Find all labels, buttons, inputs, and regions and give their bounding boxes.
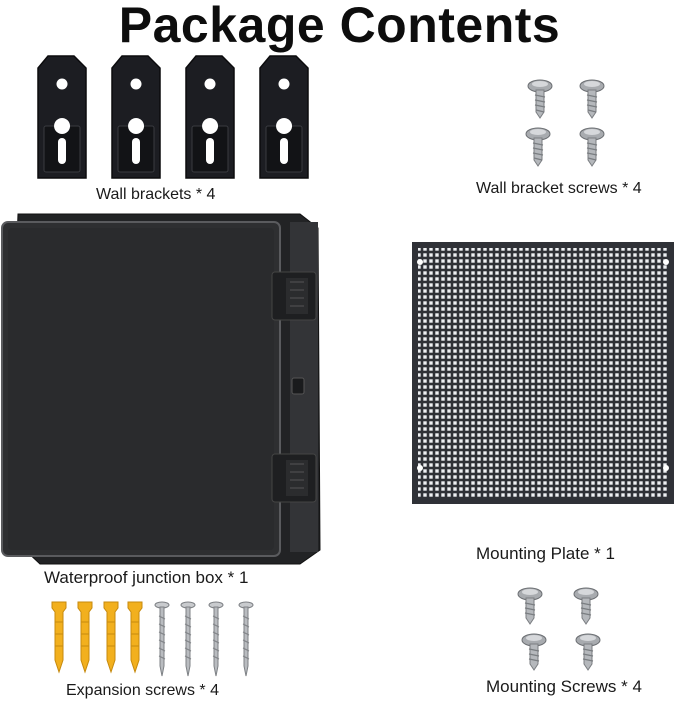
mounting-plate-image xyxy=(410,240,676,506)
expansion-screws-label: Expansion screws * 4 xyxy=(66,682,219,699)
wall-brackets-label: Wall brackets * 4 xyxy=(96,186,216,203)
screw-icon xyxy=(180,601,196,677)
screw-icon xyxy=(573,587,599,625)
screw-icon xyxy=(579,79,605,119)
screw-icon xyxy=(517,587,543,625)
plastic-anchor-icon xyxy=(103,601,119,673)
plastic-anchor-icon xyxy=(77,601,93,673)
page-title: Package Contents xyxy=(118,0,561,53)
wall-bracket-icon xyxy=(259,55,309,179)
wall-bracket-icon xyxy=(111,55,161,179)
screw-icon xyxy=(238,601,254,677)
wall-bracket-icon xyxy=(37,55,87,179)
screw-icon xyxy=(579,127,605,167)
junction-box-image xyxy=(0,212,336,566)
screw-icon xyxy=(154,601,170,677)
plastic-anchor-icon xyxy=(127,601,143,673)
screw-icon xyxy=(527,79,553,119)
wall-bracket-icon xyxy=(185,55,235,179)
wall-bracket-screws-label: Wall bracket screws * 4 xyxy=(476,180,642,197)
junction-box-label: Waterproof junction box * 1 xyxy=(44,568,249,587)
mounting-screws-label: Mounting Screws * 4 xyxy=(486,677,642,696)
plastic-anchor-icon xyxy=(51,601,67,673)
wall-bracket-screws-group xyxy=(518,76,618,172)
wall-brackets-group xyxy=(30,52,320,182)
screw-icon xyxy=(575,633,601,671)
screw-icon xyxy=(521,633,547,671)
screw-icon xyxy=(208,601,224,677)
mounting-plate-label: Mounting Plate * 1 xyxy=(476,544,615,563)
expansion-screws-group xyxy=(44,598,264,678)
screw-icon xyxy=(525,127,551,167)
mounting-screws-group xyxy=(512,584,616,676)
